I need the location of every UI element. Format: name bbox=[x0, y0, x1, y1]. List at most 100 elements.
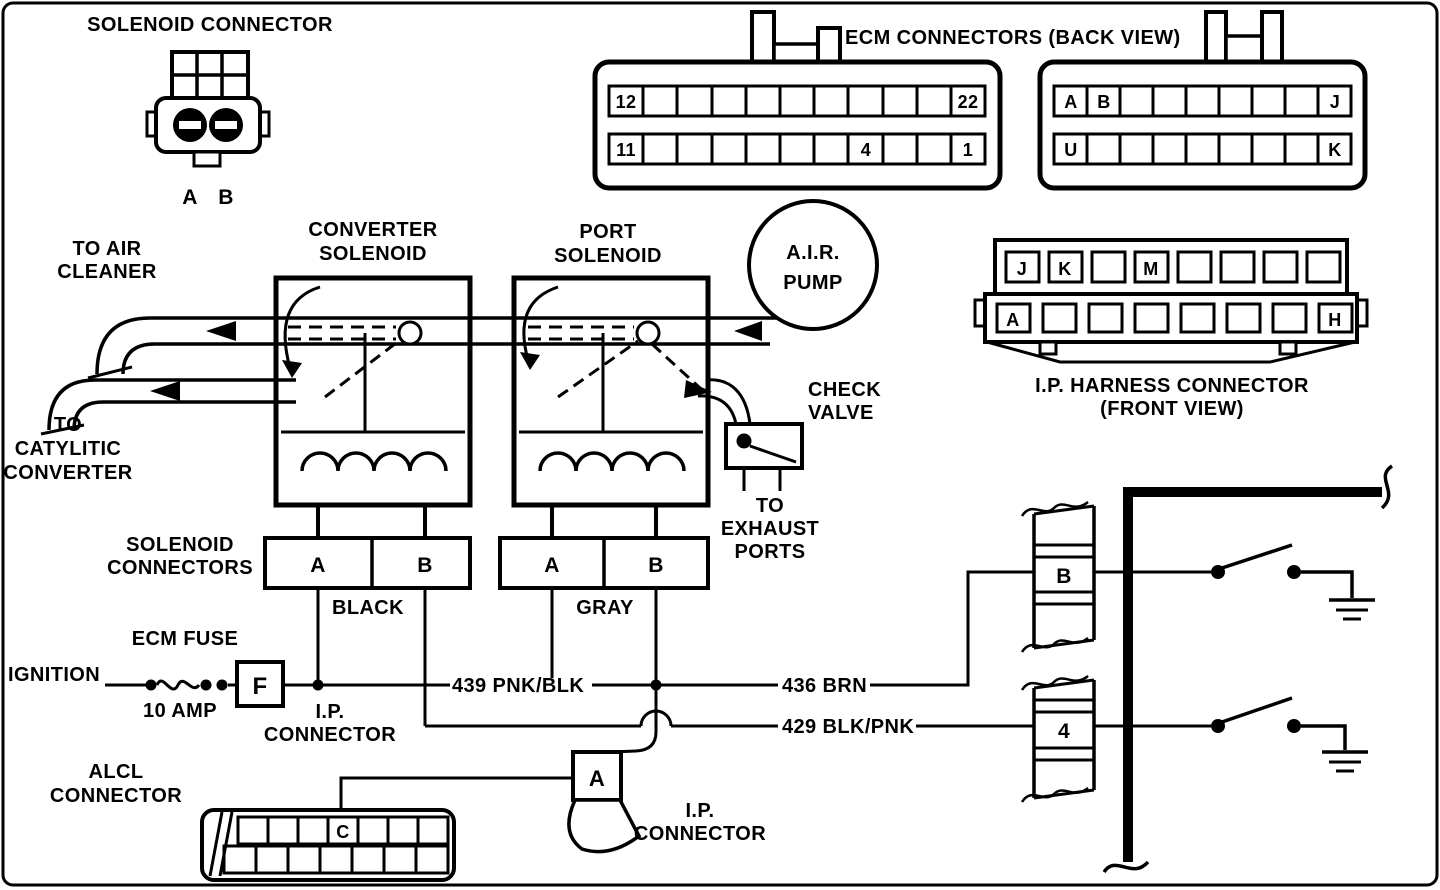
switch-pivot bbox=[1211, 719, 1225, 733]
wire-429-label: 429 BLK/PNK bbox=[782, 716, 914, 738]
port-solenoid-label-1: PORT bbox=[579, 221, 636, 243]
solenoid-connectors-label-1: SOLENOID bbox=[126, 534, 234, 556]
ecm-fuse-circuit: ECM FUSE IGNITION F 10 AMP I.P. CONNECTO… bbox=[8, 628, 396, 746]
alcl-bottom-row bbox=[222, 844, 450, 875]
ecm-fuse-title: ECM FUSE bbox=[132, 628, 239, 650]
black-pin-b: B bbox=[417, 554, 433, 577]
alcl-top-row bbox=[236, 815, 450, 846]
to-exhaust-2: EXHAUST bbox=[721, 518, 819, 540]
pin-b-label: B bbox=[218, 186, 234, 209]
wire-to-ip-connector-a bbox=[611, 685, 658, 754]
pin-b: B bbox=[1097, 92, 1110, 112]
fuse-terminal-dot bbox=[200, 679, 212, 691]
pin-12: 12 bbox=[616, 92, 637, 112]
solenoid-connector-blocks: SOLENOID CONNECTORS A B A B BLACK GRAY bbox=[107, 534, 710, 619]
check-valve-assembly: CHECK VALVE TO EXHAUST PORTS bbox=[684, 378, 881, 563]
fuse-letter: F bbox=[252, 673, 267, 700]
gray-pin-b: B bbox=[648, 554, 664, 577]
ip-harness-connector: J K M A H I.P. HARNESS CONNECTOR (FRONT … bbox=[973, 238, 1369, 420]
ecm-connector-1 bbox=[592, 59, 1003, 191]
upper-pipe-cap bbox=[87, 365, 133, 380]
air-pump-circle bbox=[747, 199, 879, 331]
diverted-flow-dashed bbox=[650, 342, 702, 390]
harness-pin-h: H bbox=[1328, 310, 1341, 330]
valve-gate-dashed bbox=[324, 338, 401, 399]
switch-1 bbox=[1094, 543, 1375, 621]
harness-bottom-outline bbox=[986, 340, 1356, 364]
pin-4: 4 bbox=[861, 140, 871, 160]
flow-swoosh bbox=[283, 285, 321, 369]
solenoid-coil bbox=[538, 451, 686, 472]
alcl-label-1: ALCL bbox=[89, 761, 144, 783]
connector1-tab-2 bbox=[816, 26, 842, 66]
harness-pin-j: J bbox=[1017, 259, 1027, 279]
gray-label: GRAY bbox=[576, 597, 634, 619]
pin-a-label: A bbox=[182, 186, 198, 209]
air-pump: A.I.R. PUMP bbox=[747, 199, 879, 331]
black-label: BLACK bbox=[332, 597, 404, 619]
valve-disc bbox=[397, 320, 423, 346]
harness-pin-a: A bbox=[1006, 310, 1019, 330]
switch-pivot bbox=[1211, 565, 1225, 579]
ip-harness-title: I.P. HARNESS CONNECTOR bbox=[1035, 375, 1309, 397]
swoosh-arrowhead bbox=[282, 360, 302, 378]
bus-break-squiggle-bottom bbox=[1102, 860, 1150, 874]
ecm-connectors-title: ECM CONNECTORS (BACK VIEW) bbox=[845, 27, 1181, 49]
harness-top-row bbox=[993, 238, 1349, 296]
check-valve-label-2: VALVE bbox=[808, 402, 874, 424]
wiring: 439 PNK/BLK 436 BRN 429 BLK/PNK bbox=[283, 570, 1034, 754]
strip-pin-4: 4 bbox=[1058, 720, 1070, 743]
harness-bottom-row bbox=[983, 292, 1359, 344]
connector1-cell-dividers bbox=[641, 86, 953, 164]
converter-solenoid-label-1: CONVERTER bbox=[308, 219, 437, 241]
ip-connector-a-pin: A bbox=[589, 766, 605, 791]
harness-strip-b: B bbox=[1020, 500, 1096, 653]
wire-436-label: 436 BRN bbox=[782, 675, 867, 697]
connector2-tab-1 bbox=[1204, 10, 1228, 66]
wire-436-to-strip bbox=[870, 570, 1034, 687]
converter-solenoid-internals bbox=[281, 285, 465, 538]
to-catalytic-3: CONVERTER bbox=[3, 462, 132, 484]
switch-blade bbox=[1221, 696, 1293, 724]
switch-contact bbox=[1287, 719, 1301, 733]
pin-11: 11 bbox=[616, 140, 636, 160]
solenoid-connector-body bbox=[154, 96, 262, 154]
switch-blade bbox=[1221, 543, 1293, 570]
pipe-to-check-valve-outer bbox=[705, 378, 752, 425]
ignition-label: IGNITION bbox=[8, 664, 100, 686]
pin-j: J bbox=[1330, 92, 1340, 112]
valve-gate-dashed bbox=[557, 339, 639, 399]
ecm-connector-2 bbox=[1037, 59, 1368, 191]
break-squiggle bbox=[1020, 636, 1089, 653]
lower-pipe-cap bbox=[40, 423, 85, 436]
swoosh-arrowhead bbox=[520, 352, 540, 370]
bottom-tab bbox=[192, 150, 222, 168]
flow-arrow-from-pump bbox=[734, 321, 762, 341]
harness-top-cells bbox=[1004, 250, 1342, 284]
flow-arrow-to-check-valve bbox=[684, 380, 712, 398]
fuse-rating: 10 AMP bbox=[143, 700, 217, 722]
gray-pin-a: A bbox=[544, 554, 560, 577]
connector2-cell-dividers bbox=[1085, 86, 1320, 164]
switch-contact bbox=[1287, 565, 1301, 579]
ip-connector-splice-2: CONNECTOR bbox=[264, 724, 396, 746]
alcl-wire bbox=[339, 776, 573, 810]
to-air-cleaner-1: TO AIR bbox=[72, 238, 141, 260]
check-valve-poppet bbox=[736, 433, 752, 449]
pin-a: A bbox=[1064, 92, 1077, 112]
alcl-pin-c: C bbox=[336, 822, 349, 842]
pin-1: 1 bbox=[963, 140, 973, 160]
air-pipes bbox=[40, 316, 777, 436]
ip-connector-splice-1: I.P. bbox=[315, 701, 344, 723]
air-pump-label-2: PUMP bbox=[783, 272, 842, 294]
pin-u: U bbox=[1064, 140, 1077, 160]
ip-connector-a-label-2: CONNECTOR bbox=[634, 823, 766, 845]
ip-connector-a-body bbox=[567, 798, 642, 854]
break-squiggle bbox=[1020, 500, 1089, 517]
harness-bottom-cells bbox=[995, 302, 1354, 334]
alcl-connector: ALCL CONNECTOR C bbox=[50, 761, 573, 882]
to-catalytic-1: TO bbox=[54, 414, 82, 436]
